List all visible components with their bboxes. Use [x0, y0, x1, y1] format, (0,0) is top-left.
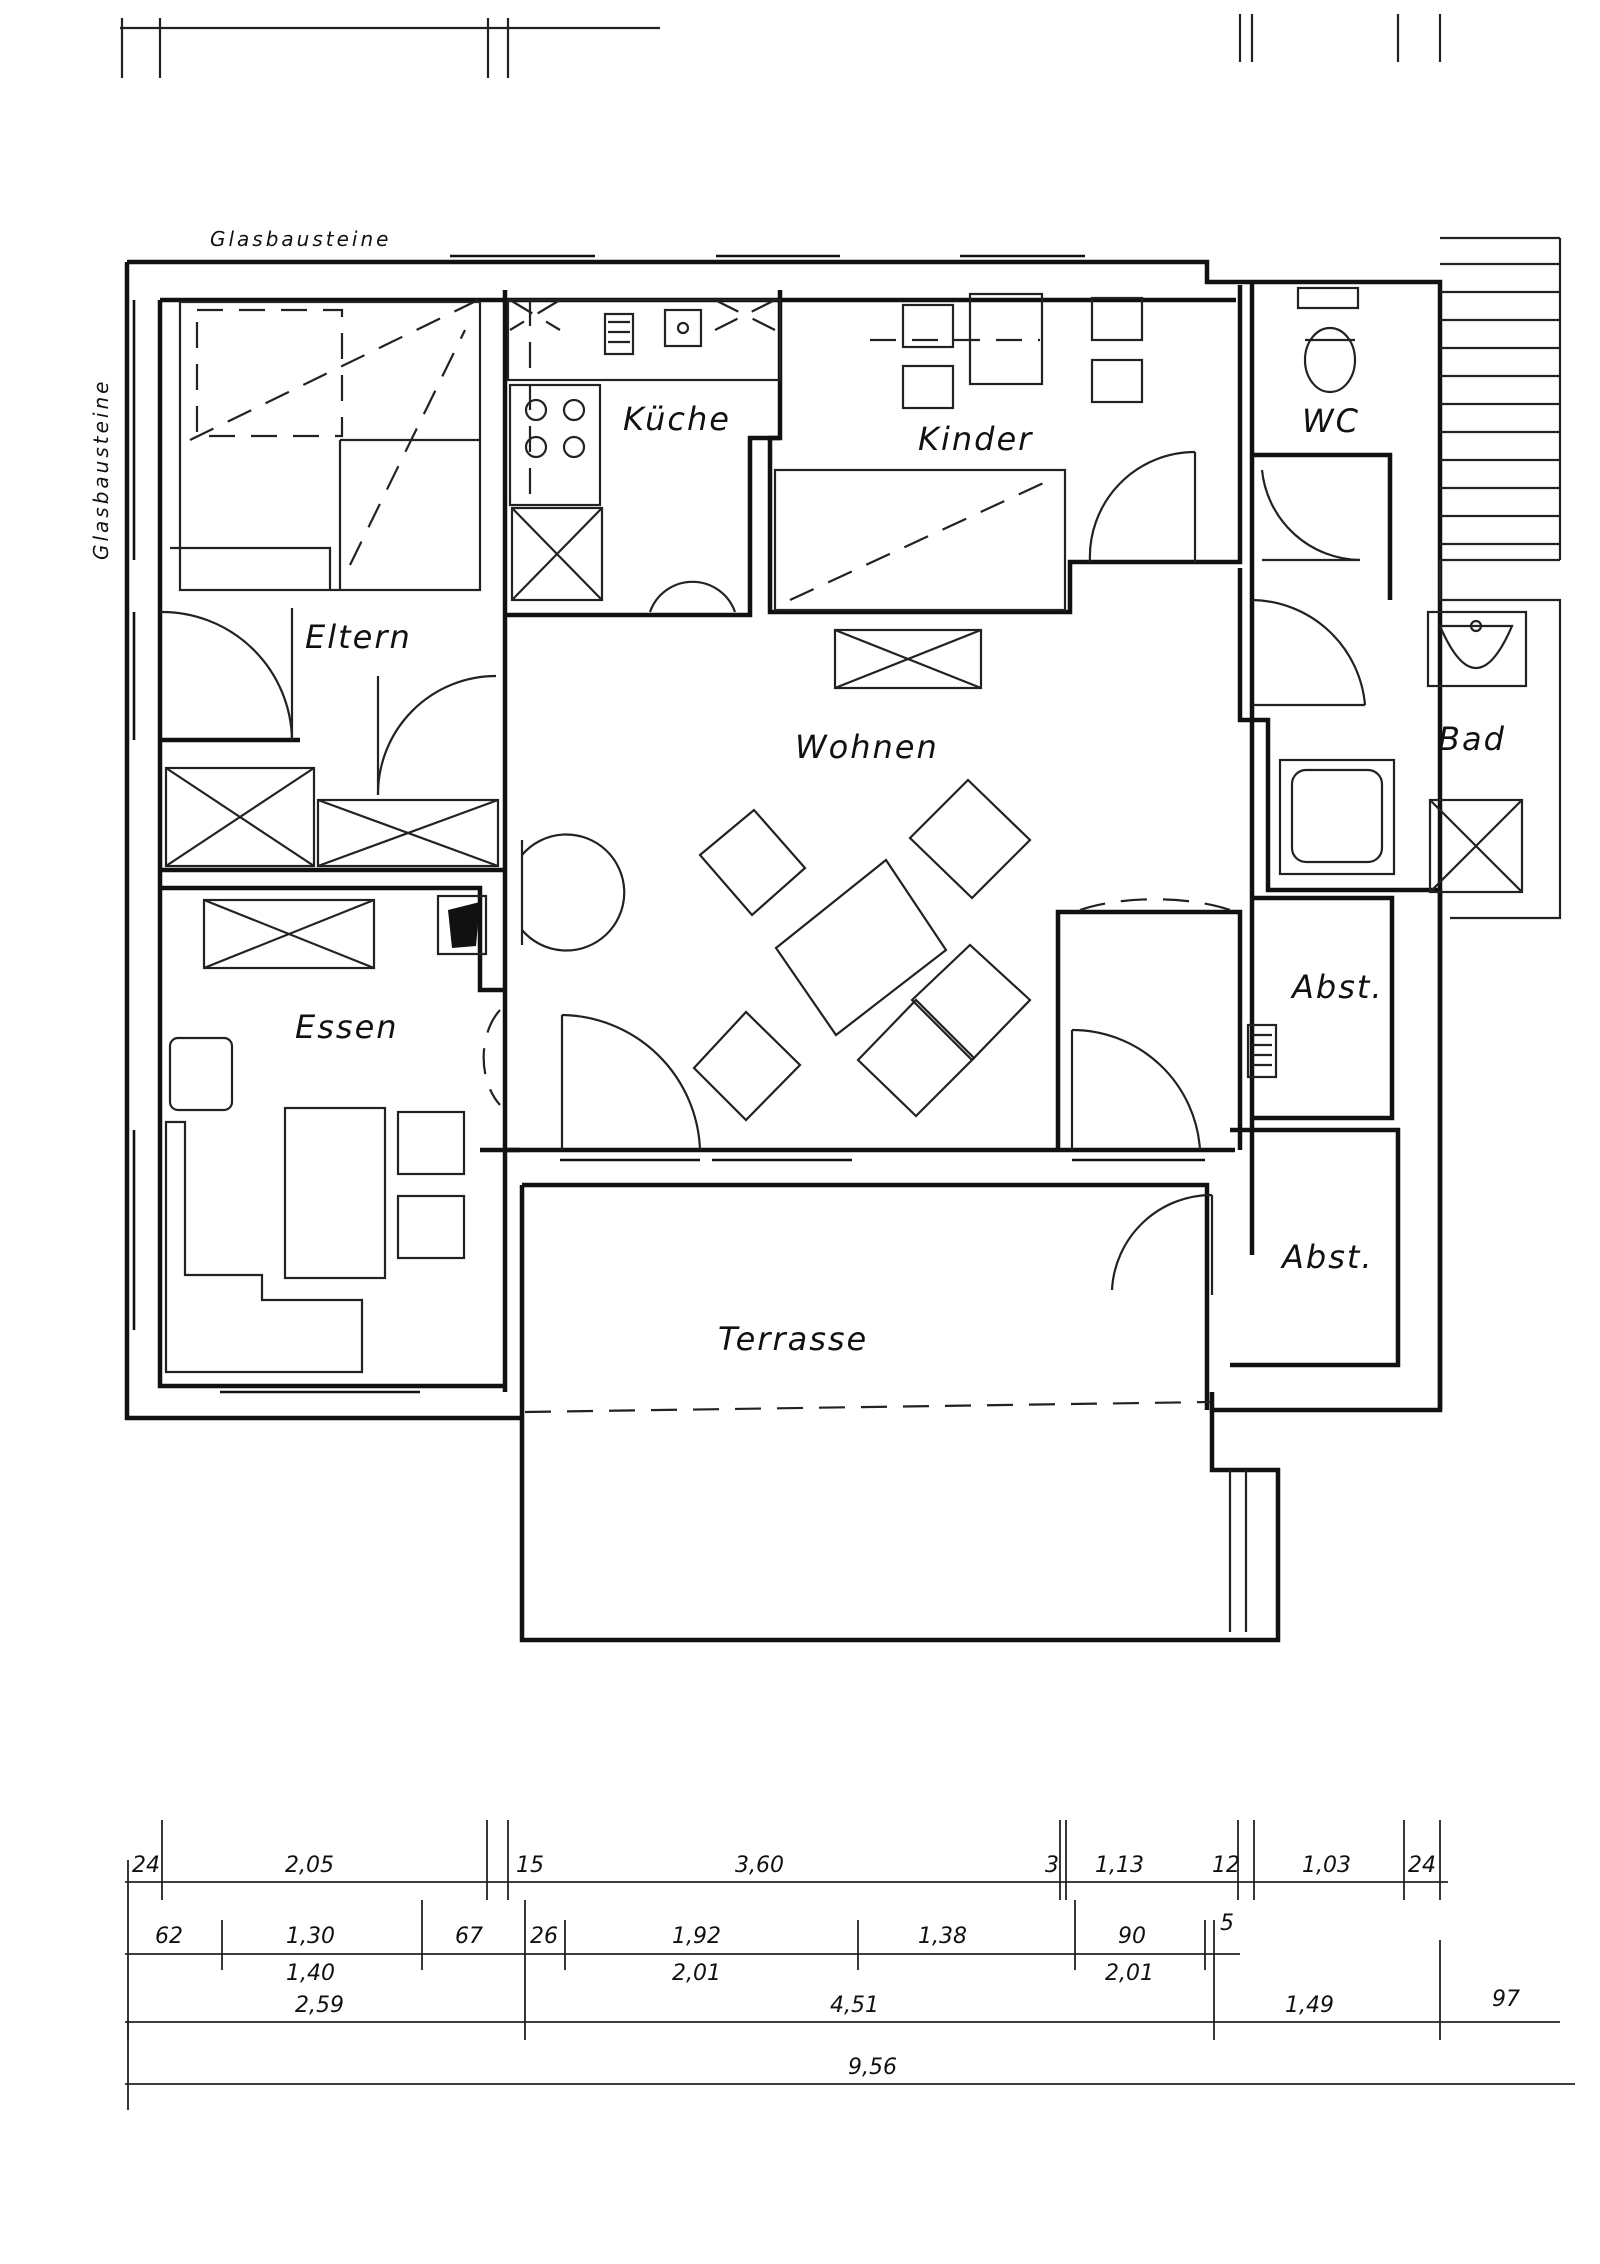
dim-r2-2: 67 — [455, 1924, 483, 1949]
dim-r2-6: 90 — [1118, 1924, 1146, 1949]
room-label-essen: Essen — [295, 1008, 399, 1046]
room-label-abst-1: Abst. — [1290, 968, 1384, 1006]
dim-r1-5: 1,13 — [1095, 1853, 1144, 1878]
annotations: Glasbausteine Glasbausteine — [89, 227, 391, 560]
interior-walls — [160, 282, 1443, 1410]
dim-r2-7: 5 — [1220, 1911, 1234, 1936]
glass-label-left: Glasbausteine — [89, 379, 113, 560]
dim-r3-0: 2,59 — [295, 1993, 344, 2018]
dim-r4-0: 9,56 — [848, 2055, 897, 2080]
dim-r2-4: 1,92 — [672, 1924, 721, 1949]
dim-r2-5: 1,38 — [918, 1924, 967, 1949]
room-label-kueche: Küche — [623, 400, 731, 438]
room-label-bad: Bad — [1438, 720, 1506, 758]
dim-r2b-1: 2,01 — [672, 1961, 721, 1986]
room-label-kinder: Kinder — [918, 420, 1033, 458]
dim-r3-1: 4,51 — [830, 1993, 879, 2018]
room-label-eltern: Eltern — [305, 618, 412, 656]
dim-r1-2: 15 — [516, 1853, 544, 1878]
dim-r1-4: 3 — [1045, 1853, 1059, 1878]
dim-r1-0: 24 — [132, 1853, 160, 1878]
dim-r3-3: 97 — [1492, 1987, 1520, 2012]
dim-r1-1: 2,05 — [285, 1853, 334, 1878]
staircase — [1438, 236, 1562, 920]
dim-r1-6: 12 — [1212, 1853, 1240, 1878]
dim-r2-0: 62 — [155, 1924, 183, 1949]
dimension-values: 24 2,05 15 3,60 3 1,13 12 1,03 24 62 1,3… — [132, 1853, 1520, 2080]
room-label-wohnen: Wohnen — [795, 728, 939, 766]
room-label-terrasse: Terrasse — [718, 1320, 868, 1358]
top-fragment — [120, 14, 1442, 78]
dim-r1-7: 1,03 — [1302, 1853, 1351, 1878]
dim-r2b-0: 1,40 — [286, 1961, 335, 1986]
essen-furniture — [164, 894, 501, 1374]
room-labels: Eltern Küche Kinder WC Bad Wohnen Essen … — [295, 400, 1506, 1358]
glass-label-top: Glasbausteine — [210, 227, 391, 251]
dim-r3-2: 1,49 — [1285, 1993, 1334, 2018]
kueche-furniture — [506, 298, 782, 613]
dim-r1-8: 24 — [1408, 1853, 1436, 1878]
room-label-wc: WC — [1302, 402, 1360, 440]
dim-r2b-2: 2,01 — [1105, 1961, 1154, 1986]
dim-r2-3: 26 — [530, 1924, 558, 1949]
abst-details — [1110, 1023, 1278, 1295]
room-label-abst-2: Abst. — [1280, 1238, 1374, 1276]
wc-bad-fixtures — [1251, 286, 1528, 894]
wohnen-furniture — [520, 628, 1231, 1151]
dimension-lines — [125, 1820, 1575, 2110]
kinder-furniture — [773, 292, 1197, 612]
eltern-furniture — [159, 299, 500, 868]
terrace — [519, 1182, 1281, 1643]
outer-walls — [124, 254, 1443, 1421]
dim-r2-1: 1,30 — [286, 1924, 335, 1949]
dim-r1-3: 3,60 — [735, 1853, 784, 1878]
